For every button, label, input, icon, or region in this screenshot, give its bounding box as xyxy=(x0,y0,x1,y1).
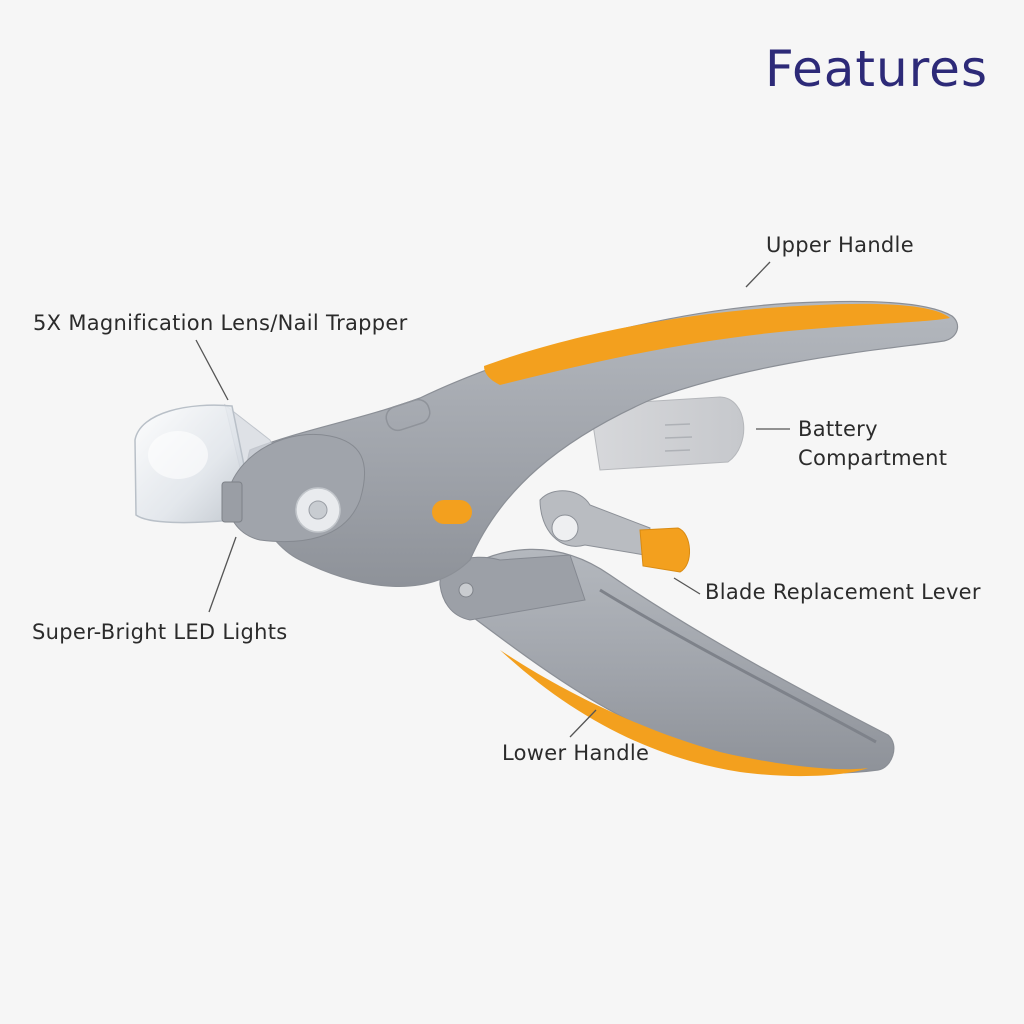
leader-magnification-lens xyxy=(195,339,229,401)
battery-ridges xyxy=(664,423,693,452)
leader-upper-handle xyxy=(745,261,771,288)
page-title: Features xyxy=(765,40,988,98)
lower-handle-inner-edge xyxy=(599,588,877,744)
upper-handle-grip xyxy=(484,303,950,385)
label-upper-handle: Upper Handle xyxy=(766,233,914,257)
upper-handle-button xyxy=(385,398,431,432)
lower-pivot-rivet xyxy=(458,582,474,598)
leader-led-lights xyxy=(208,536,237,613)
orange-indicator xyxy=(432,500,472,524)
blade-lever-tip xyxy=(639,527,690,573)
lower-handle-grip xyxy=(500,650,868,777)
label-battery-compartment: Battery Compartment xyxy=(798,415,947,473)
lower-handle xyxy=(445,548,895,774)
leader-blade-lever xyxy=(673,577,701,595)
blade-lever-hole xyxy=(551,514,579,542)
label-magnification-lens: 5X Magnification Lens/Nail Trapper xyxy=(33,311,408,335)
main-pivot-rivet xyxy=(308,500,328,520)
leader-lines xyxy=(195,261,790,738)
lens-highlight xyxy=(148,431,208,479)
label-battery-line-2: Compartment xyxy=(798,446,948,470)
label-battery-line-1: Battery xyxy=(798,417,878,441)
battery-compartment xyxy=(589,396,745,471)
leader-lower-handle xyxy=(569,709,597,738)
led-lights xyxy=(221,481,243,523)
label-blade-replacement-lever: Blade Replacement Lever xyxy=(705,580,981,604)
label-lower-handle: Lower Handle xyxy=(502,741,650,765)
label-led-lights: Super-Bright LED Lights xyxy=(32,620,288,644)
